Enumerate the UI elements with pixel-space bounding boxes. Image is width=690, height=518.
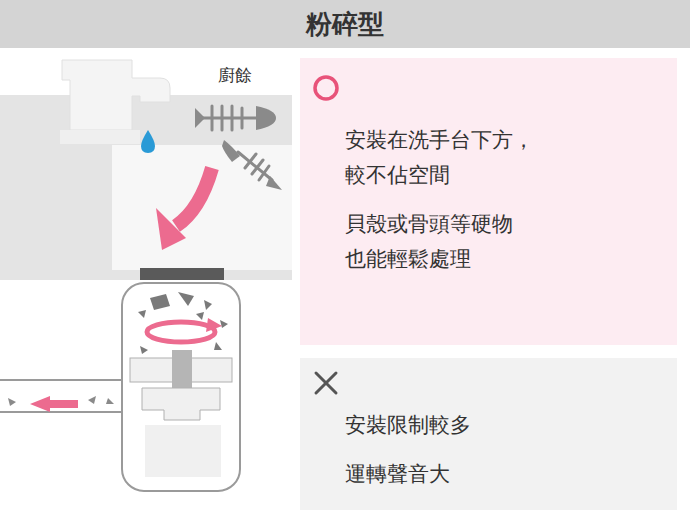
cons-panel-bg: [300, 358, 677, 510]
drain-arrow: [30, 396, 78, 412]
panel-text: 運轉聲音大: [345, 457, 635, 492]
panel-text: 貝殼或骨頭等硬物 也能輕鬆處理: [345, 207, 635, 277]
cons-mark: [316, 373, 336, 393]
rotation-arrow: [147, 322, 215, 342]
pros-panel: 安裝在洗手台下方， 較不佔空間貝殼或骨頭等硬物 也能輕鬆處理: [300, 58, 677, 345]
pros-mark: [315, 77, 337, 99]
sink-basin: [112, 145, 292, 270]
cons-panel: 安裝限制較多運轉聲音大: [300, 358, 677, 510]
flow-arrowhead: [156, 208, 186, 250]
panel-text: 安裝限制較多: [345, 408, 635, 443]
food-waste-label: 廚餘: [218, 64, 252, 87]
debris: [138, 292, 228, 354]
disposer-housing: [122, 283, 240, 491]
drain-flange: [140, 268, 224, 280]
faucet-base: [60, 130, 140, 144]
flow-arrow: [176, 168, 212, 226]
counter: [0, 95, 292, 280]
title-text: 粉碎型: [306, 7, 384, 42]
panel-text: 安裝在洗手台下方， 較不佔空間: [345, 123, 635, 193]
debris: [8, 396, 114, 406]
outlet-pipe: [0, 380, 128, 412]
pros-panel-bg: [300, 58, 677, 345]
title-bar: 粉碎型: [0, 0, 690, 48]
water-drop: [141, 130, 155, 153]
fish-bone: [200, 106, 258, 130]
fish-bone: [238, 152, 272, 180]
motor-mount: [142, 388, 220, 420]
motor: [145, 425, 221, 477]
faucet: [62, 60, 170, 130]
